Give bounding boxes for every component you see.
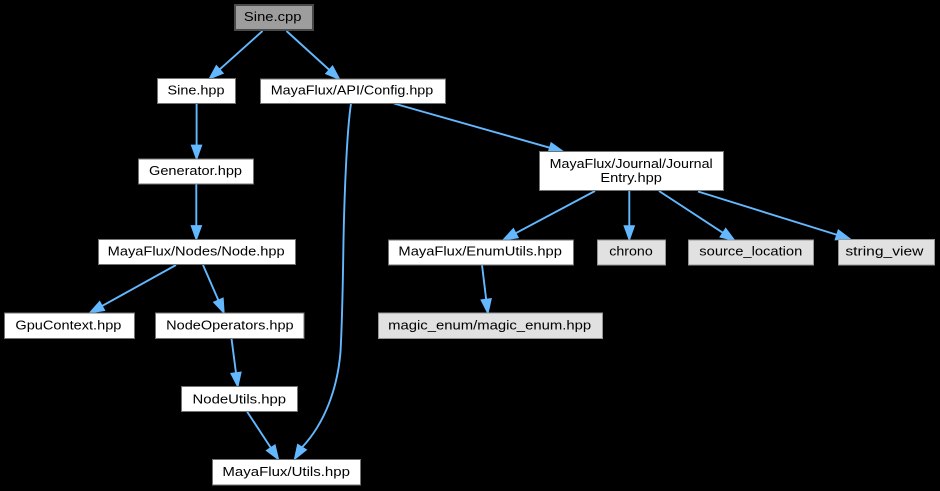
svg-text:MayaFlux/EnumUtils.hpp: MayaFlux/EnumUtils.hpp [398,244,562,259]
svg-text:chrono: chrono [609,244,653,259]
svg-text:Generator.hpp: Generator.hpp [149,163,242,178]
svg-text:source_location: source_location [699,244,802,259]
svg-text:NodeOperators.hpp: NodeOperators.hpp [166,317,294,332]
svg-text:Sine.hpp: Sine.hpp [168,83,225,98]
svg-text:NodeUtils.hpp: NodeUtils.hpp [193,391,287,406]
svg-text:MayaFlux/Journal/Journal: MayaFlux/Journal/Journal [550,156,713,171]
svg-text:GpuContext.hpp: GpuContext.hpp [15,317,121,332]
svg-text:magic_enum/magic_enum.hpp: magic_enum/magic_enum.hpp [388,317,591,332]
svg-text:MayaFlux/API/Config.hpp: MayaFlux/API/Config.hpp [271,83,434,98]
svg-text:Entry.hpp: Entry.hpp [600,170,662,185]
svg-text:MayaFlux/Nodes/Node.hpp: MayaFlux/Nodes/Node.hpp [108,244,285,259]
svg-text:MayaFlux/Utils.hpp: MayaFlux/Utils.hpp [222,464,350,479]
svg-text:string_view: string_view [845,244,923,259]
svg-text:Sine.cpp: Sine.cpp [244,9,302,24]
